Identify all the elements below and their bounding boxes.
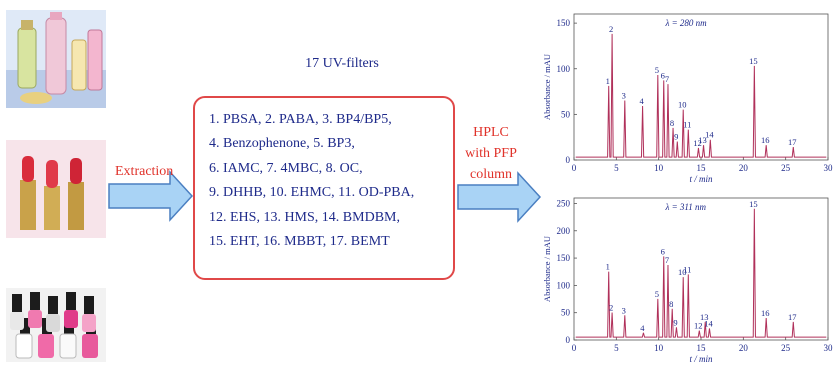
filter-line: 4. Benzophenone, 5. BP3,	[209, 136, 355, 152]
peak-label: 1	[606, 76, 610, 86]
y-tick-label: 150	[557, 253, 571, 263]
extraction-label: Extraction	[115, 164, 174, 179]
peak-label: 9	[673, 317, 677, 327]
peak-label: 3	[622, 91, 626, 101]
x-axis-label: t / min	[689, 354, 713, 364]
peak-label: 6	[661, 246, 665, 256]
peak-label: 16	[761, 308, 770, 318]
peak-label: 5	[655, 289, 659, 299]
x-tick-label: 30	[824, 163, 834, 173]
y-tick-label: 50	[561, 109, 571, 119]
y-tick-label: 100	[557, 280, 571, 290]
lipstick-photo	[6, 140, 106, 238]
x-tick-label: 20	[739, 343, 749, 353]
peak-label: 4	[639, 96, 644, 106]
peak-label: 8	[670, 118, 674, 128]
hplc-arrow	[457, 171, 542, 223]
peak-label: 6	[661, 70, 665, 80]
peak-label: 14	[704, 318, 713, 328]
peak-label: 13	[698, 135, 707, 145]
filter-line: 15. EHT, 16. MBBT, 17. BEMT	[209, 234, 390, 250]
x-tick-label: 10	[654, 343, 664, 353]
peak-label: 1	[606, 262, 610, 272]
y-tick-label: 150	[557, 18, 571, 28]
x-tick-label: 15	[697, 343, 707, 353]
peak-label: 2	[609, 303, 613, 313]
peak-label: 12	[694, 321, 703, 331]
uv-filters-title: 17 UV-filters	[305, 56, 379, 71]
x-tick-label: 5	[614, 163, 619, 173]
y-tick-label: 200	[557, 226, 571, 236]
x-tick-label: 0	[572, 163, 577, 173]
uv-filter-list-box: 1. PBSA, 2. PABA, 3. BP4/BP5, 4. Benzoph…	[193, 96, 455, 280]
x-tick-label: 20	[739, 163, 749, 173]
perfume-photo	[6, 10, 106, 108]
x-tick-label: 0	[572, 343, 577, 353]
filter-line: 6. IAMC, 7. 4MBC, 8. OC,	[209, 160, 363, 176]
peak-label: 9	[674, 132, 678, 142]
peak-label: 12	[693, 138, 702, 148]
hplc-label: HPLC with PFP column	[459, 122, 523, 185]
x-tick-label: 5	[614, 343, 619, 353]
x-tick-label: 25	[781, 163, 791, 173]
hplc-label-line: HPLC	[473, 125, 509, 140]
peak-label: 14	[705, 130, 714, 140]
nail-polish-photo	[6, 288, 106, 362]
chromatogram-trace	[575, 208, 827, 338]
y-tick-label: 250	[557, 198, 571, 208]
peak-label: 7	[665, 74, 669, 84]
peak-label: 15	[749, 56, 758, 66]
y-axis-label: Absorbance / mAU	[542, 54, 552, 120]
wavelength-annotation: λ = 311 nm	[664, 202, 706, 212]
peak-label: 17	[788, 312, 797, 322]
hplc-label-line: with PFP	[465, 146, 517, 161]
y-axis-label: Absorbance / mAU	[542, 236, 552, 302]
y-tick-label: 100	[557, 64, 571, 74]
y-tick-label: 0	[566, 335, 571, 345]
chromatogram-trace	[575, 33, 827, 158]
x-axis-label: t / min	[689, 174, 713, 184]
peak-label: 11	[683, 120, 691, 130]
y-tick-label: 50	[561, 308, 571, 318]
peak-label: 2	[609, 24, 613, 34]
peak-label: 10	[678, 100, 687, 110]
x-tick-label: 25	[781, 343, 791, 353]
hplc-label-line: column	[470, 167, 512, 182]
peak-label: 11	[683, 264, 691, 274]
peak-label: 15	[749, 199, 758, 209]
x-tick-label: 10	[654, 163, 664, 173]
peak-label: 7	[665, 255, 669, 265]
peak-label: 4	[640, 323, 645, 333]
filter-line: 9. DHHB, 10. EHMC, 11. OD-PBA,	[209, 185, 415, 201]
x-tick-label: 30	[824, 343, 834, 353]
peak-label: 8	[669, 299, 673, 309]
peak-label: 5	[655, 65, 659, 75]
peak-label: 3	[622, 305, 626, 315]
x-tick-label: 15	[697, 163, 707, 173]
peak-label: 13	[700, 312, 709, 322]
peak-label: 17	[788, 137, 797, 147]
wavelength-annotation: λ = 280 nm	[664, 18, 707, 28]
filter-line: 1. PBSA, 2. PABA, 3. BP4/BP5,	[209, 112, 392, 127]
extraction-arrow	[108, 170, 194, 222]
filter-line: 12. EHS, 13. HMS, 14. BMDBM,	[209, 209, 400, 225]
y-tick-label: 0	[566, 155, 571, 165]
peak-label: 16	[761, 135, 770, 145]
peak-label: 10	[678, 267, 687, 277]
